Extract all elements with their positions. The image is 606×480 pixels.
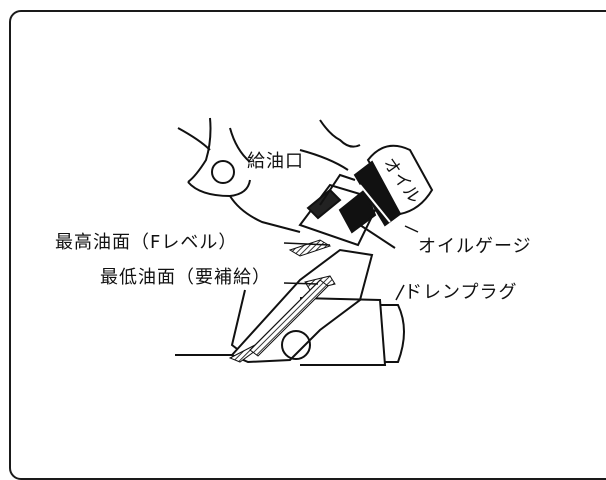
oil-gauge-label: オイルゲージ [418, 236, 532, 257]
engine-oil-diagram: オイル [175, 117, 434, 366]
leader-lines [283, 225, 419, 301]
oil-level-hatch [228, 239, 336, 363]
filler-neck [298, 173, 396, 249]
oil-cap [353, 144, 434, 227]
max-oil-level-label: 最高油面（Fレベル） [55, 232, 238, 253]
drain-plug-label: ドレンプラグ [404, 282, 518, 303]
fill-port-label: 給油口 [247, 151, 304, 172]
min-oil-level-label: 最低油面（要補給） [100, 267, 271, 288]
